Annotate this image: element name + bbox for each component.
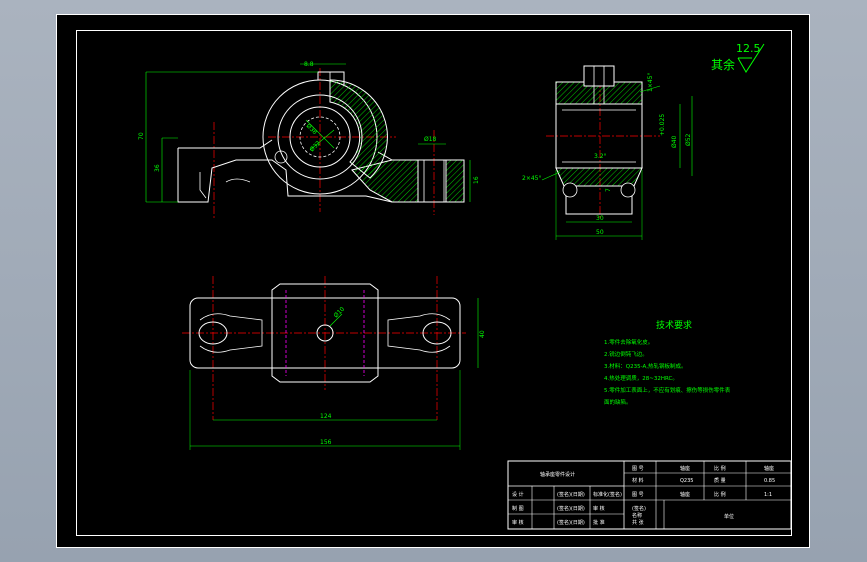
drawing-sheet xyxy=(56,14,810,548)
dim-flange-dia: Ø18 xyxy=(424,136,437,143)
tech-item-2: 2.锐边倒钝飞边。 xyxy=(604,350,648,358)
tech-item-1: 1.零件去除氧化皮。 xyxy=(604,338,653,346)
dim-width-total: 50 xyxy=(596,229,604,236)
tb-r5-c1: 审 核 xyxy=(512,519,524,526)
tb-part-name: 轴承座零件设计 xyxy=(540,471,575,478)
tech-title: 技术要求 xyxy=(656,319,692,331)
roughness-value: 12.5 xyxy=(736,42,761,55)
dim-top-height: 40 xyxy=(479,330,486,338)
tb-r4-c1: 制 图 xyxy=(512,505,524,512)
dim-angle: 3.2° xyxy=(594,153,607,160)
dim-width-inner: 30 xyxy=(596,215,604,222)
dim-flange-thk: 16 xyxy=(473,176,480,184)
dim-chamfer-top: 1×45° xyxy=(647,73,654,92)
tb-r1-c3: 比 例 xyxy=(714,465,726,472)
tb-r1-c2: 轴座 xyxy=(680,465,690,472)
side-view: 1×45° 2×45° Ø40 +0.025 Ø52 3.2° 7 30 50 xyxy=(522,65,693,240)
tb-r3-c5: 轴座 xyxy=(680,491,690,498)
tb-r5-c4: 共 张 xyxy=(632,519,644,526)
roughness-label: 其余 xyxy=(711,57,735,72)
tech-item-4: 4.热处理调质，28~32HRC。 xyxy=(604,374,678,382)
tb-r1-c4: 轴座 xyxy=(764,465,774,472)
tb-r3-c1: 设 计 xyxy=(512,491,524,498)
tb-r3-c4: 图 号 xyxy=(632,492,644,498)
dim-inner-dia: Ø40 xyxy=(671,135,678,148)
tb-r2-c2: Q235 xyxy=(680,478,693,484)
tb-r3-c7: 1:1 xyxy=(764,492,772,498)
tb-r5-c3: 批 准 xyxy=(593,519,605,526)
title-block: 轴承座零件设计 图 号 轴座 比 例 轴座 材 料 Q235 质 量 0.85 … xyxy=(507,460,792,530)
dim-inner-tol: +0.025 xyxy=(659,114,666,136)
tb-company: 名称 xyxy=(632,512,642,519)
top-view: Ø10 40 124 156 xyxy=(182,276,486,450)
tb-org: 单位 xyxy=(724,513,734,520)
drawing-frame xyxy=(76,30,792,536)
dim-chamfer-bottom: 2×45° xyxy=(522,175,541,182)
dim-top-hole: Ø10 xyxy=(332,306,346,320)
tb-r4-c2: (签名)(日期) xyxy=(557,505,585,512)
dim-height-small: 7 xyxy=(605,188,612,192)
tech-item-5: 5.零件加工表面上，不应有划痕、擦伤等损伤零件表 xyxy=(604,386,731,394)
roughness-symbol: 其余 12.5 xyxy=(711,42,765,73)
tb-r1-c1: 图 号 xyxy=(632,466,644,472)
tb-r3-c6: 比 例 xyxy=(714,491,726,498)
tb-r5-c2: (签名)(日期) xyxy=(557,519,585,526)
tech-item-6: 面的缺陷。 xyxy=(604,398,632,406)
dim-total-height: 70 xyxy=(138,132,145,140)
tb-r4-c3: 审 核 xyxy=(593,505,605,512)
dim-top-width: 8.8 xyxy=(304,61,314,68)
tb-r2-c3: 质 量 xyxy=(714,477,726,484)
tb-r3-c2: (签名)(日期) xyxy=(557,491,585,498)
tb-r2-c1: 材 料 xyxy=(632,477,644,484)
tech-requirements: 技术要求 1.零件去除氧化皮。 2.锐边倒钝飞边。 3.材料：Q235-A,热轧… xyxy=(604,319,731,406)
dim-hole-dia: Ø38 xyxy=(305,122,319,136)
dim-top-total-len: 156 xyxy=(320,439,332,446)
tb-r3-c3: 标准化(签名) xyxy=(593,491,622,498)
tb-r2-c4: 0.85 xyxy=(764,478,775,484)
dim-outer-dia: Ø52 xyxy=(685,133,692,146)
dim-top-inner-len: 124 xyxy=(320,413,332,420)
tb-r4-c4: (签名) xyxy=(632,505,646,512)
front-view: 8.8 70 36 Ø38 Ø32 Ø18 16 xyxy=(138,61,480,218)
dim-mid-height: 36 xyxy=(154,164,161,172)
tech-item-3: 3.材料：Q235-A,热轧钢板制成。 xyxy=(604,362,686,370)
